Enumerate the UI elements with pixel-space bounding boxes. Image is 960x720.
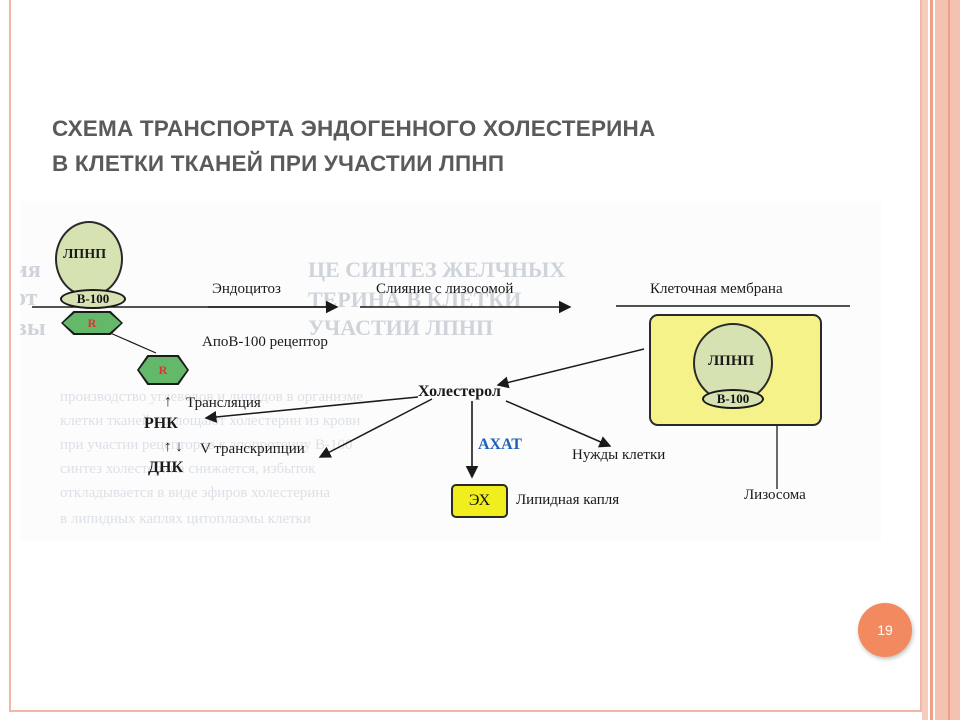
title-line-2: В КЛЕТКИ ТКАНЕЙ ПРИ УЧАСТИИ ЛПНП [52,151,505,176]
decor-stripe-2 [930,0,933,720]
ghost-text-7: производство углеводов и липидов в орган… [60,389,364,405]
ldl-label-top: ЛПНП [63,247,107,262]
apo-b100-label-top: B-100 [76,291,110,306]
receptor-label: АпоВ-100 рецептор [202,334,328,350]
acat-label: АХАТ [478,436,522,453]
cholesterol-label: Холестерол [418,383,501,400]
receptor-hex-free: R [137,355,189,385]
decor-stripe-1 [922,0,928,720]
apo-b100-pill-top: B-100 [60,289,126,309]
ldl-particle-top [55,221,123,297]
apo-b100-label-lysosome: B-100 [716,391,750,406]
ghost-text-10: синтез холестерина снижается, избыток [60,461,316,477]
ghost-text-1: ия [20,257,41,283]
endocytosis-label: Эндоцитоз [212,281,281,297]
rna-label: РНК [144,415,178,432]
receptor-glyph-top: R [63,313,121,333]
cell-membrane-label: Клеточная мембрана [650,281,783,297]
dna-label: ДНК [148,459,184,476]
lysosome-label: Лизосома [744,487,806,503]
page-number: 19 [877,622,893,638]
ghost-text-9: при участии рецепторов к апопротеину В-1… [60,437,353,453]
decor-stripe-4 [948,0,950,720]
translation-label: Трансляция [186,395,261,411]
fusion-label: Слияние с лизосомой [376,281,514,297]
cholesterol-to-receptor-arrow [204,396,419,423]
transcription-label: V транскрипции [200,441,305,457]
ghost-text-6: УЧАСТИИ ЛПНП [308,315,494,340]
ghost-text-2: от [20,285,38,311]
title-line-1: СХЕМА ТРАНСПОРТА ЭНДОГЕННОГО ХОЛЕСТЕРИНА [52,116,656,141]
cholesteryl-ester-label: ЭХ [468,492,491,509]
transcription-arrows-glyph: ↑ ↓ [164,439,183,455]
apo-b100-pill-lysosome: B-100 [702,389,764,409]
ldl-label-lysosome: ЛПНП [708,353,755,369]
slide-title: СХЕМА ТРАНСПОРТА ЭНДОГЕННОГО ХОЛЕСТЕРИНА… [52,111,912,181]
decor-stripe-3 [935,0,960,720]
ghost-text-12: в липидных каплях цитоплазмы клетки [60,511,311,527]
cell-needs-label: Нужды клетки [572,447,666,463]
lipid-droplet-label: Липидная капля [516,492,620,508]
page-number-badge: 19 [858,603,912,657]
cholesterol-to-needs-arrow [505,400,612,448]
translation-arrow-glyph: ↑ [164,393,172,410]
receptor-hex-top: R [61,311,123,335]
lysosome-to-cholesterol-arrow [496,348,645,389]
ghost-text-3: вы [20,315,46,341]
ghost-text-11: откладывается в виде эфиров холестерина [60,485,330,501]
slide-frame [9,0,922,712]
receptor-glyph-free: R [139,357,187,383]
ghost-text-4: ЦЕ СИНТЕЗ ЖЕЛЧНЫХ [308,257,566,282]
cholesteryl-ester-box: ЭХ [451,484,508,518]
ghost-text-5: ТЕРИНА В КЛЕТКИ [308,287,522,312]
ldl-transport-diagram: ия от вы ЦЕ СИНТЕЗ ЖЕЛЧНЫХ ТЕРИНА В КЛЕТ… [20,201,881,541]
cholesterol-to-transcription-arrow [318,398,433,458]
